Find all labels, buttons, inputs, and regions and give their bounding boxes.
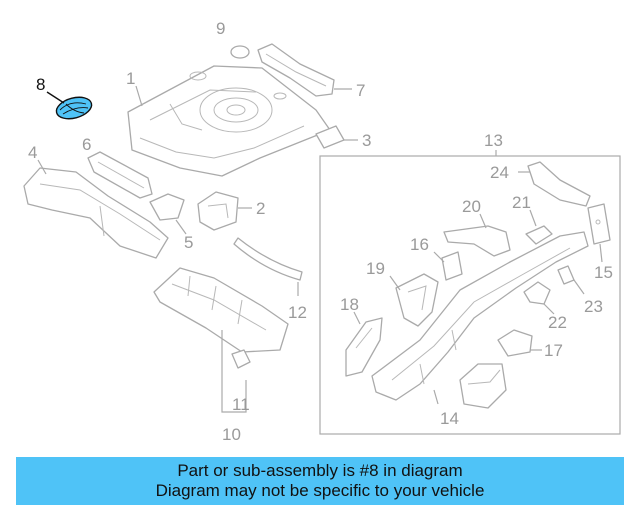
- part-14-front-side-member[interactable]: [371, 231, 589, 401]
- leader-line-16: [433, 251, 445, 263]
- part-5-bracket[interactable]: [149, 193, 185, 221]
- leader-line-15: [599, 243, 603, 263]
- leader-line-20: [479, 213, 487, 229]
- callout-22: 22: [548, 313, 567, 332]
- part-10-front-floor-panel[interactable]: [153, 267, 289, 353]
- banner-line-part: Part or sub-assembly is #8 in diagram: [177, 461, 463, 480]
- callout-24: 24: [490, 163, 509, 182]
- part-20-bracket[interactable]: [443, 225, 511, 257]
- part-16-bracket[interactable]: [441, 251, 463, 281]
- callout-4: 4: [28, 143, 37, 162]
- callout-1: 1: [126, 69, 135, 88]
- exploded-parts-diagram: 8 9 7 1 3 13 4 6 24 2 20 21 5 16 19 15 2…: [23, 19, 621, 444]
- callout-19: 19: [366, 259, 385, 278]
- part-18-bracket[interactable]: [345, 317, 383, 377]
- leader-line-19: [389, 275, 401, 291]
- part-13-assembly-box: [319, 155, 621, 435]
- leader-line-4: [37, 159, 47, 175]
- callout-13: 13: [484, 131, 503, 150]
- callout-16: 16: [410, 235, 429, 254]
- callout-3: 3: [362, 131, 371, 150]
- callout-8: 8: [36, 75, 45, 94]
- callout-5: 5: [184, 233, 193, 252]
- callout-10: 10: [222, 425, 241, 444]
- callout-15: 15: [594, 263, 613, 282]
- part-14-box-section[interactable]: [459, 363, 507, 409]
- callout-11: 11: [232, 395, 250, 414]
- leader-bracket-10: [221, 330, 247, 413]
- leader-line-23: [573, 279, 585, 295]
- part-8-plug[interactable]: [54, 94, 94, 123]
- part-4-side-member[interactable]: [23, 167, 169, 259]
- callout-2: 2: [256, 199, 265, 218]
- part-17-bracket[interactable]: [497, 329, 533, 357]
- leader-line-1: [135, 85, 143, 107]
- callout-12: 12: [288, 303, 307, 322]
- callout-21: 21: [512, 193, 531, 212]
- leader-line-22: [543, 303, 555, 315]
- part-19-bracket[interactable]: [395, 273, 439, 327]
- callout-9: 9: [216, 19, 225, 38]
- part-22-bracket[interactable]: [523, 281, 551, 305]
- part-11-bracket[interactable]: [231, 349, 251, 369]
- part-2-bracket[interactable]: [197, 191, 239, 231]
- callout-23: 23: [584, 297, 603, 316]
- banner-line-disclaimer: Diagram may not be specific to your vehi…: [155, 481, 485, 500]
- part-12-wheelhouse-strip[interactable]: [233, 237, 303, 281]
- part-23-clip[interactable]: [557, 265, 575, 285]
- callout-20: 20: [462, 197, 481, 216]
- leader-line-18: [353, 311, 361, 325]
- callout-17: 17: [544, 341, 563, 360]
- callout-7: 7: [356, 81, 365, 100]
- callout-6: 6: [82, 135, 91, 154]
- leader-line-8: [46, 91, 65, 104]
- callout-14: 14: [440, 409, 459, 428]
- part-9-plug[interactable]: [230, 45, 250, 59]
- part-7-rear-panel[interactable]: [257, 43, 335, 97]
- part-24-extension[interactable]: [527, 161, 591, 207]
- part-1-rear-floor-pan[interactable]: [127, 65, 331, 177]
- info-banner: Part or sub-assembly is #8 in diagram Di…: [16, 457, 624, 505]
- part-21-bracket[interactable]: [525, 225, 553, 245]
- leader-line-14: [433, 389, 439, 405]
- leader-line-21: [529, 209, 537, 227]
- leader-line-5: [175, 219, 187, 235]
- callout-18: 18: [340, 295, 359, 314]
